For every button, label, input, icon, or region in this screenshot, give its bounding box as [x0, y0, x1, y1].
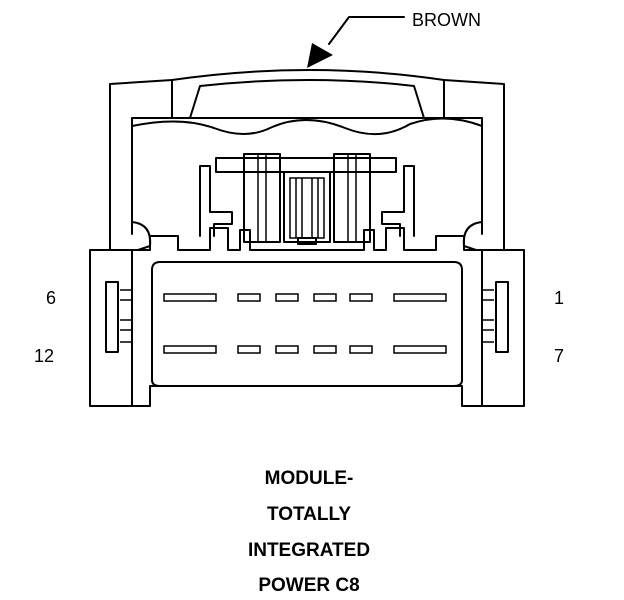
pin-label-7: 7 [554, 346, 564, 366]
terminal-slot [275, 345, 299, 354]
terminal-slot [349, 345, 373, 354]
right-lug [462, 221, 483, 251]
terminal-slot [393, 345, 447, 354]
pin-label-1: 1 [554, 288, 564, 308]
title-line-4: POWER C8 [258, 575, 359, 596]
hood-inner-wall [131, 117, 483, 235]
terminal-slot [163, 293, 217, 302]
left-lug [131, 221, 152, 251]
callout-leader-line [328, 16, 405, 45]
title-line-2: TOTALLY [267, 504, 351, 525]
terminal-slot [313, 293, 337, 302]
terminal-slot [237, 345, 261, 354]
latch-center-block [283, 171, 331, 243]
title-line-3: INTEGRATED [248, 540, 370, 561]
terminal-slot [349, 293, 373, 302]
color-callout: BROWN [307, 10, 481, 68]
lower-housing-outline [89, 227, 525, 407]
latch-post-left [243, 153, 281, 243]
terminal-slot [237, 293, 261, 302]
terminal-row-bottom [163, 345, 447, 354]
latch-wave [131, 117, 483, 136]
callout-arrowhead [307, 43, 333, 68]
left-side-lock [105, 281, 132, 353]
latch-post-right [333, 153, 371, 243]
latch-cover [189, 79, 425, 119]
terminal-slot [393, 293, 447, 302]
latch-hook-right [381, 165, 415, 237]
terminal-cavity-block [151, 261, 463, 387]
title-line-1: MODULE- [265, 468, 354, 489]
latch-hook-left [199, 165, 233, 237]
latch-assembly [199, 153, 415, 245]
right-side-lock [482, 281, 509, 353]
pin-label-6: 6 [46, 288, 56, 308]
connector-hood [109, 69, 505, 251]
connector-title: MODULE- TOTALLY INTEGRATED POWER C8 [248, 468, 370, 596]
pin-label-12: 12 [34, 346, 54, 366]
terminal-slot [163, 345, 217, 354]
terminal-slot [275, 293, 299, 302]
callout-label: BROWN [412, 10, 481, 30]
terminal-slot [313, 345, 337, 354]
connector-body [89, 69, 525, 407]
terminal-row-top [163, 293, 447, 302]
